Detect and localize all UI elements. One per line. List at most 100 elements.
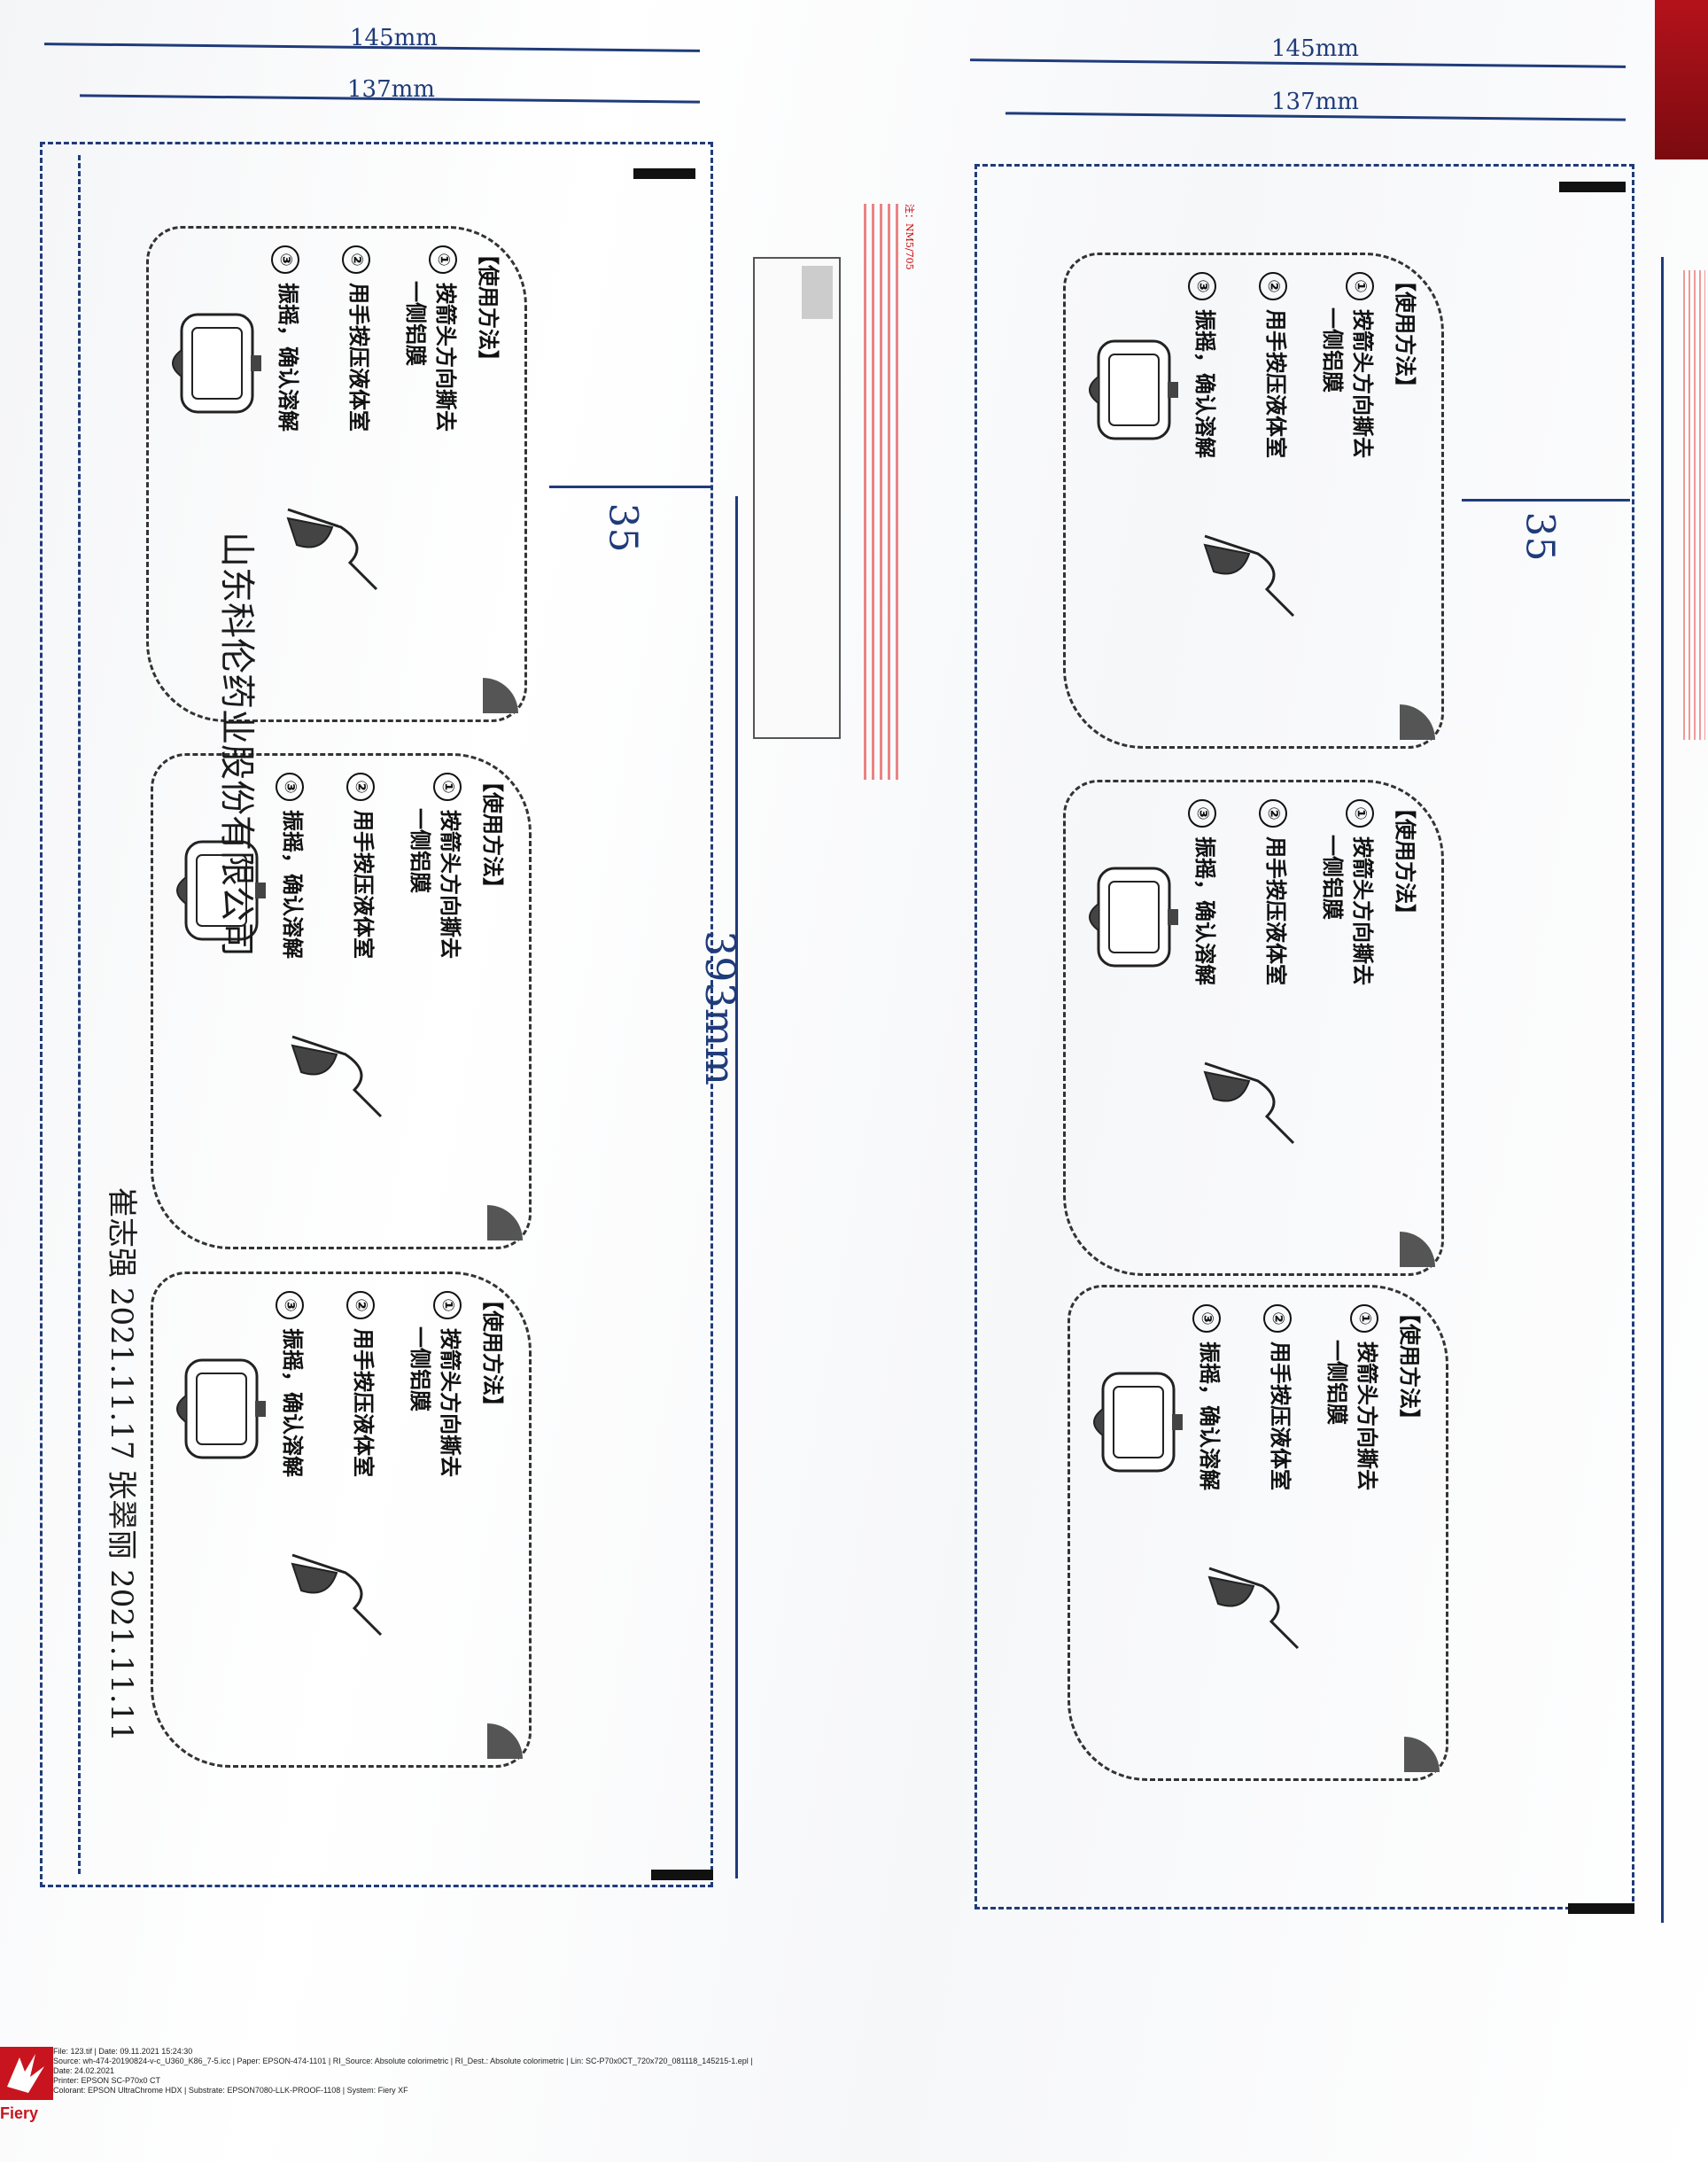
step-1-text: 按箭头方向撕去 bbox=[1350, 836, 1375, 985]
marker-line-35-left bbox=[549, 486, 713, 488]
corner-tab-icon bbox=[487, 1723, 523, 1759]
step-2-text: 用手按压液体室 bbox=[1263, 309, 1288, 458]
step-1-number: ① bbox=[1346, 272, 1374, 300]
infusion-bag-icon bbox=[176, 840, 266, 941]
instruction-card-right-1: 【使用方法】 ①按箭头方向撕去 一侧铝膜 ② 用手按压液体室 ③ 振摇，确认溶解 bbox=[1045, 253, 1462, 749]
dimension-label-393: 393mm bbox=[696, 930, 744, 1086]
infusion-bag-icon bbox=[176, 1358, 266, 1459]
footer-line-5: Colorant: EPSON UltraChrome HDX | Substr… bbox=[53, 2086, 408, 2095]
hand-squeeze-icon bbox=[1203, 1062, 1295, 1145]
card-step-1-line-2: 一侧铝膜 bbox=[1320, 835, 1345, 920]
technical-note-red-text bbox=[864, 204, 899, 780]
card-step-3: ③ 振摇，确认溶解 bbox=[276, 1291, 310, 1477]
step-3-number: ③ bbox=[271, 245, 299, 274]
card-step-3: ③ 振摇，确认溶解 bbox=[1188, 272, 1223, 458]
card-step-3: ③ 振摇，确认溶解 bbox=[1192, 1304, 1227, 1490]
registration-mark-right-bottom bbox=[1568, 1903, 1634, 1914]
step-2-number: ② bbox=[1263, 1304, 1292, 1333]
card-step-2: ② 用手按压液体室 bbox=[1259, 272, 1293, 458]
footer-line-2: Source: wh-474-20190824-v-c_U360_K86_7-5… bbox=[53, 2057, 753, 2065]
card-title: 【使用方法】 bbox=[1397, 1303, 1422, 1430]
instruction-card-right-3: 【使用方法】 ① 按箭头方向撕去 一侧铝膜 ② 用手按压液体室 ③ 振摇，确认溶解 bbox=[1050, 1285, 1466, 1781]
step-2-text: 用手按压液体室 bbox=[351, 810, 376, 959]
card-step-1: ① 按箭头方向撕去 bbox=[1350, 1304, 1385, 1490]
step-3-text: 振摇，确认溶解 bbox=[280, 810, 305, 959]
step-2-number: ② bbox=[342, 245, 370, 274]
card-step-1-line-2: 一侧铝膜 bbox=[408, 1326, 432, 1412]
right-cutline-box bbox=[974, 164, 1634, 1909]
dimension-line-393 bbox=[735, 496, 738, 1878]
registration-mark-left-top bbox=[633, 168, 695, 179]
corner-tab-icon bbox=[1400, 704, 1435, 740]
infusion-bag-icon bbox=[1089, 339, 1178, 440]
step-1-number: ① bbox=[1346, 799, 1374, 828]
fiery-logo-icon bbox=[0, 2047, 53, 2100]
card-title: 【使用方法】 bbox=[480, 1289, 505, 1417]
card-step-3: ③ 振摇，确认溶解 bbox=[271, 245, 306, 432]
card-title: 【使用方法】 bbox=[480, 771, 505, 898]
card-title: 【使用方法】 bbox=[1393, 270, 1417, 398]
step-1-number: ① bbox=[1350, 1304, 1378, 1333]
dimension-label-145-right: 145mm bbox=[1271, 35, 1359, 62]
card-step-1-line-2: 一侧铝膜 bbox=[1320, 307, 1345, 393]
marker-35-right: 35 bbox=[1517, 511, 1563, 562]
hand-squeeze-icon bbox=[291, 1553, 383, 1637]
step-2-number: ② bbox=[1259, 799, 1287, 828]
step-3-number: ③ bbox=[1188, 272, 1216, 300]
step-3-number: ③ bbox=[1192, 1304, 1221, 1333]
footer-line-1: File: 123.tif | Date: 09.11.2021 15:24:3… bbox=[53, 2047, 193, 2056]
left-inner-cutline bbox=[78, 155, 716, 1874]
marker-35-left: 35 bbox=[600, 502, 646, 553]
step-2-text: 用手按压液体室 bbox=[346, 283, 371, 432]
card-step-1-line-2: 一侧铝膜 bbox=[408, 808, 432, 893]
step-2-text: 用手按压液体室 bbox=[351, 1328, 376, 1477]
registration-mark-right-top bbox=[1559, 182, 1626, 192]
card-step-1: ①按箭头方向撕去 bbox=[429, 245, 463, 432]
step-2-number: ② bbox=[1259, 272, 1287, 300]
footer-line-3: Date: 24.02.2021 bbox=[53, 2066, 115, 2075]
step-3-text: 振摇，确认溶解 bbox=[1197, 1342, 1222, 1490]
card-step-1: ①按箭头方向撕去 bbox=[433, 773, 468, 959]
card-title: 【使用方法】 bbox=[476, 244, 501, 371]
card-step-2: ② 用手按压液体室 bbox=[342, 245, 377, 432]
step-2-number: ② bbox=[346, 773, 375, 801]
step-2-number: ② bbox=[346, 1291, 375, 1319]
step-3-number: ③ bbox=[276, 1291, 304, 1319]
card-step-2: ② 用手按压液体室 bbox=[1259, 799, 1293, 985]
infusion-bag-icon bbox=[1093, 1372, 1183, 1473]
step-3-text: 振摇，确认溶解 bbox=[1192, 836, 1217, 985]
marker-line-35-right bbox=[1462, 499, 1630, 502]
hand-squeeze-icon bbox=[1207, 1567, 1300, 1650]
handwritten-signature: 崔志强 2021.11.17 张翠丽 2021.11.11 bbox=[104, 1187, 139, 1742]
technical-note-table bbox=[753, 257, 841, 739]
step-3-text: 振摇，确认溶解 bbox=[280, 1328, 305, 1477]
infusion-bag-icon bbox=[172, 313, 261, 414]
step-1-text: 按箭头方向撕去 bbox=[438, 1328, 462, 1477]
step-1-text: 按箭头方向撕去 bbox=[438, 810, 462, 959]
card-step-1: ① 按箭头方向撕去 bbox=[1346, 799, 1380, 985]
card-step-1: ①按箭头方向撕去 bbox=[1346, 272, 1380, 458]
step-1-number: ① bbox=[429, 245, 457, 274]
step-3-number: ③ bbox=[1188, 799, 1216, 828]
card-step-2: ② 用手按压液体室 bbox=[1263, 1304, 1298, 1490]
technical-note-thumbnail bbox=[802, 266, 833, 319]
card-step-3: ③振摇，确认溶解 bbox=[276, 773, 310, 959]
step-1-text: 按箭头方向撕去 bbox=[1355, 1342, 1379, 1490]
proof-info-footer: File: 123.tif | Date: 09.11.2021 15:24:3… bbox=[53, 2047, 753, 2096]
step-3-text: 振摇，确认溶解 bbox=[1192, 309, 1217, 458]
handwritten-company-name: 山东科伦药业股份有限公司 bbox=[216, 532, 257, 957]
card-step-1-line-2: 一侧铝膜 bbox=[1324, 1340, 1349, 1425]
corner-tab-icon bbox=[1404, 1737, 1440, 1772]
step-2-text: 用手按压液体室 bbox=[1263, 836, 1288, 985]
card-title: 【使用方法】 bbox=[1393, 797, 1417, 925]
right-edge-red-note bbox=[1683, 270, 1705, 740]
technical-note-label: 注：NM5/705 bbox=[904, 204, 915, 270]
registration-mark-left-bottom bbox=[651, 1870, 713, 1880]
step-3-text: 振摇，确认溶解 bbox=[276, 283, 300, 432]
dimension-line-right-edge bbox=[1661, 257, 1664, 1923]
step-2-text: 用手按压液体室 bbox=[1268, 1342, 1293, 1490]
left-cutline-box bbox=[40, 142, 713, 1887]
dimension-label-137-left: 137mm bbox=[347, 76, 435, 103]
dimension-label-145-left: 145mm bbox=[350, 25, 438, 51]
